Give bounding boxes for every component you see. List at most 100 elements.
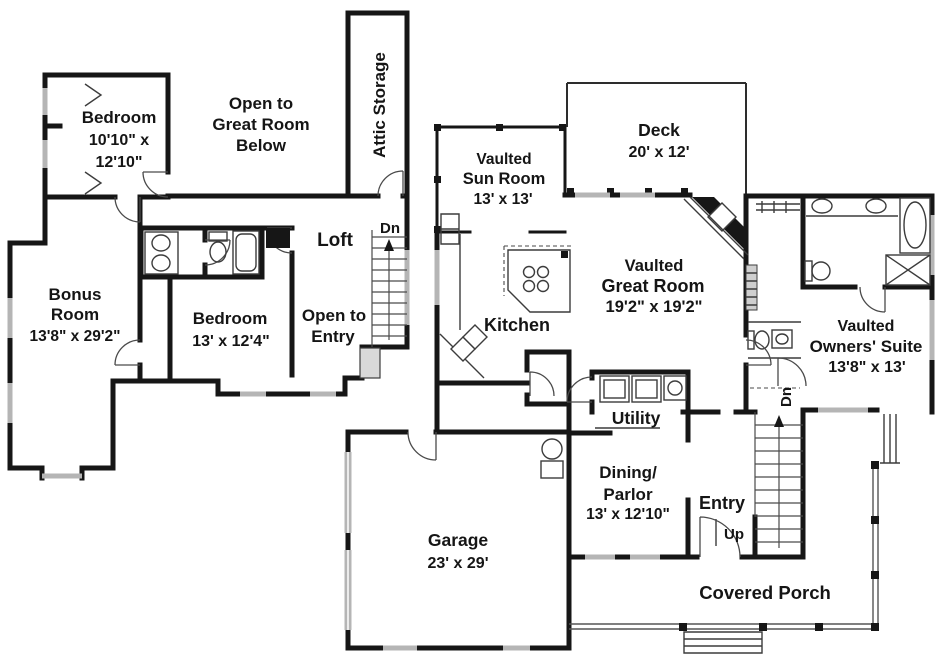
sunroom-steps [440, 213, 460, 245]
cooktop-burner [536, 279, 550, 293]
cooktop-burner [522, 279, 536, 293]
open-below-label3: Below [236, 136, 287, 155]
bonus-room-dim: 13'8" x 29'2" [29, 328, 120, 345]
porch-post [871, 571, 879, 579]
dryer-drum [635, 379, 658, 399]
upper-bath [144, 228, 290, 275]
linen-closet [266, 228, 290, 248]
sunroom-post [434, 124, 441, 131]
main-stairs [715, 412, 803, 548]
toilet-icon [811, 261, 831, 281]
hearth-lines [683, 196, 749, 260]
owners-suite-dim: 13'8" x 13' [828, 359, 905, 376]
toilet-tank [804, 260, 813, 282]
bathtub-basin [235, 233, 257, 272]
tub [899, 197, 931, 254]
great-room-dim: 19'2" x 19'2" [606, 298, 703, 316]
bonus-room-label2: Room [51, 305, 99, 324]
furnace-icon [540, 460, 564, 479]
main-door-arcs [407, 286, 886, 558]
chase-hatch [746, 272, 757, 306]
water-heater-icon [541, 438, 563, 460]
open-below-label: Open to [229, 94, 293, 113]
covered-porch-label: Covered Porch [699, 582, 831, 603]
tub-basin [903, 201, 927, 249]
sink-icon [151, 234, 171, 252]
chase [745, 264, 758, 311]
porch-steps-side [880, 414, 900, 464]
deck [566, 82, 747, 195]
bedroom2-label: Bedroom [193, 309, 268, 328]
dining-label: Dining/ [599, 463, 657, 482]
bonus-room-label: Bonus [49, 285, 102, 304]
chimney-chase [359, 347, 381, 379]
garage-label: Garage [428, 530, 489, 550]
dryer [631, 375, 662, 403]
vanity [144, 231, 179, 275]
porch-rails [569, 465, 879, 630]
bedroom1-label: Bedroom [82, 108, 157, 127]
great-room-label2: Great Room [601, 276, 704, 296]
sun-room [434, 124, 567, 245]
kitchen-label: Kitchen [484, 315, 550, 335]
sunroom-post [496, 124, 503, 131]
closet-column [745, 201, 801, 389]
porch-post [679, 623, 687, 631]
kitchen-island [507, 249, 571, 313]
upper-dn-label: Dn [380, 220, 400, 237]
bedroom1-dim2: 12'10" [96, 154, 143, 171]
cooktop-burner [536, 265, 550, 279]
deck-post [567, 188, 574, 195]
wc-sink-basin [775, 333, 789, 345]
laundry-sink-basin [667, 380, 683, 396]
loft-label: Loft [317, 230, 354, 251]
utility-room [595, 375, 687, 429]
main-floor: Vaulted Sun Room 13' x 13' Deck 20' x 12… [344, 82, 935, 654]
toilet-icon [209, 241, 227, 263]
great-room-label: Vaulted [625, 257, 684, 275]
upper-windows [7, 88, 410, 423]
porch-post [871, 516, 879, 524]
sunroom-label: Vaulted [476, 151, 531, 168]
dining-dim: 13' x 12'10" [586, 506, 670, 523]
sink-icon [811, 198, 833, 214]
garage-dim: 23' x 29' [428, 555, 489, 572]
sunroom-label2: Sun Room [463, 170, 546, 188]
upper-stair-arrowhead [384, 239, 394, 251]
fireplace [683, 196, 749, 260]
cooktop-burner [522, 265, 536, 279]
wc-partitions [748, 321, 801, 359]
main-stair-arrowhead [774, 415, 784, 427]
porch-post [815, 623, 823, 631]
upper-labels: Bedroom 10'10" x 12'10" Open to Great Ro… [29, 52, 400, 350]
main-labels: Vaulted Sun Room 13' x 13' Deck 20' x 12… [428, 120, 923, 603]
owners-bath [804, 197, 931, 286]
open-entry-label2: Entry [311, 327, 355, 346]
deck-label: Deck [638, 120, 680, 140]
toilet-tank [208, 231, 228, 242]
toilet-icon [754, 330, 770, 350]
porch-steps-front [683, 631, 763, 654]
deck-dim: 20' x 12' [629, 144, 690, 161]
washer [599, 375, 630, 403]
sunroom-post [559, 124, 566, 131]
open-below-label2: Great Room [212, 115, 309, 134]
main-dn-label: Dn [778, 387, 795, 407]
closet-rod [756, 201, 800, 213]
main-windows [383, 192, 935, 651]
open-entry-label: Open to [302, 306, 366, 325]
attic-storage-label: Attic Storage [370, 52, 389, 158]
covered-porch [569, 414, 900, 654]
bedroom1-dim: 10'10" x [89, 132, 149, 149]
sunroom-post [434, 176, 441, 183]
kitchen-sink-icon [462, 324, 488, 350]
wc-sink [771, 329, 793, 349]
owners-suite-label2: Owners' Suite [810, 337, 923, 356]
closet-chevrons [84, 83, 103, 195]
washer-tub [603, 379, 626, 399]
deck-outline [566, 82, 747, 195]
upper-floor: Bedroom 10'10" x 12'10" Open to Great Ro… [7, 10, 410, 481]
island-overhang [503, 245, 574, 296]
sunroom-dim: 13' x 13' [473, 191, 532, 208]
